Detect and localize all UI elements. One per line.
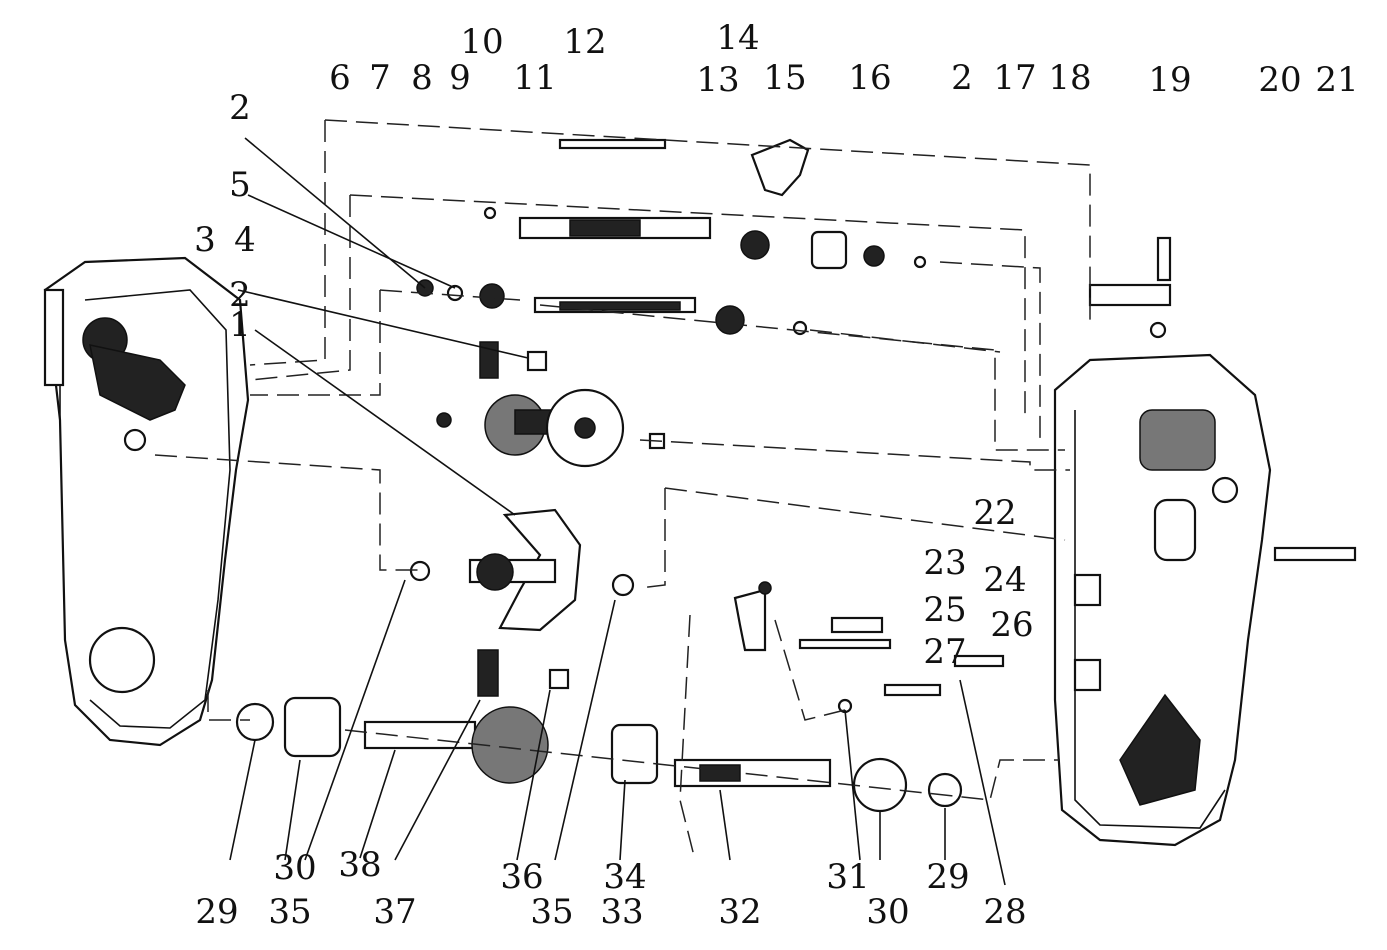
callout-37: 37 [373,892,417,932]
lower-shaft-parts [235,649,963,813]
callout-3: 3 [194,220,216,260]
assembly-lines [154,119,1091,861]
callout-13: 13 [696,60,740,100]
left-housing-cover [43,256,250,747]
callout-2-upper-left: 2 [229,88,251,128]
callout-28: 28 [983,892,1027,932]
callout-31: 31 [826,857,870,897]
callout-15: 15 [763,58,807,98]
callout-2-top: 2 [951,58,973,98]
callout-30-right: 30 [866,892,910,932]
callout-16: 16 [848,58,892,98]
callout-18: 18 [1048,58,1092,98]
callout-29-left: 29 [195,892,239,932]
callout-35-right: 35 [530,892,574,932]
callout-35-left: 35 [268,892,312,932]
callout-30-left: 30 [273,848,317,888]
callout-19: 19 [1148,60,1192,100]
callout-4: 4 [234,220,256,260]
callout-24: 24 [983,560,1027,600]
callout-12: 12 [563,22,607,62]
callout-7: 7 [369,58,391,98]
callout-8: 8 [411,58,433,98]
callout-22: 22 [973,493,1017,533]
callout-5: 5 [229,165,251,205]
callout-36: 36 [500,857,544,897]
callout-26: 26 [990,605,1034,645]
callout-1: 1 [229,305,251,345]
callout-17: 17 [993,58,1037,98]
callout-2-left: 2 [229,275,251,315]
callout-11: 11 [513,58,557,98]
callout-6: 6 [329,58,351,98]
callout-14: 14 [716,18,760,58]
leader-lines [229,137,1006,886]
callout-9: 9 [449,58,471,98]
shift-assembly [733,546,1357,697]
callout-29-right: 29 [926,857,970,897]
right-housing [1053,353,1272,847]
callout-27: 27 [923,632,967,672]
callout-33: 33 [600,892,644,932]
callout-10: 10 [460,22,504,62]
upper-parts [416,138,1172,379]
callout-32: 32 [718,892,762,932]
callout-21: 21 [1315,60,1359,100]
callout-23: 23 [923,543,967,583]
callout-25: 25 [923,590,967,630]
callout-38: 38 [338,845,382,885]
middle-gears [409,388,666,632]
callout-20: 20 [1258,60,1302,100]
callout-34: 34 [603,857,647,897]
